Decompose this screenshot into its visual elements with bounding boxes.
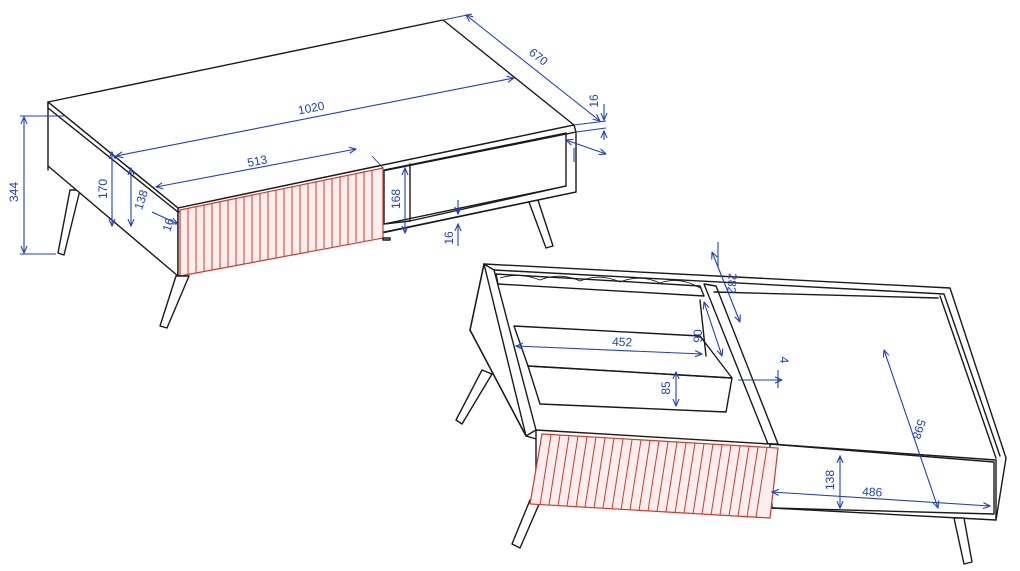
tray-top-wavy [495, 273, 705, 297]
leg-open-front-right [953, 517, 973, 565]
dim-offset-label: 4 [777, 357, 791, 364]
dim-small-height-label: 90 [691, 329, 705, 343]
dim-drawer-width-open-label: 486 [862, 484, 883, 499]
frame-left-post [469, 263, 485, 331]
dimension-drawer-width-open: 486 [772, 484, 990, 506]
dimension-drawer-height-closed: 138 [131, 168, 151, 226]
dim-tray-depth-label: 282 [724, 273, 740, 294]
dimension-side-thickness-left: 16 [151, 211, 178, 233]
bottom-edge-front [383, 191, 577, 233]
dimension-tray-depth: 282 [712, 242, 740, 322]
dimension-width: 1020 [116, 78, 514, 156]
dimension-drawer-width: 513 [156, 149, 384, 187]
dim-shelf-thickness-label: 16 [442, 231, 456, 245]
dim-tray-width-label: 452 [612, 335, 633, 350]
dimension-drawer-height-open: 138 [823, 456, 840, 508]
leg-open-back-left [455, 369, 493, 425]
leg-front-left [159, 275, 190, 329]
dim-inner-depth-label: 598 [909, 418, 929, 442]
dim-width-label: 1020 [297, 99, 326, 118]
dimension-shelf-thickness: 16 [442, 200, 458, 246]
right-panel-edge [939, 295, 997, 459]
leg-front-right-hidden [382, 237, 391, 241]
dim-side-thickness-label: 16 [159, 216, 177, 233]
dim-height-label: 344 [7, 182, 21, 202]
dimension-body-height: 170 [96, 152, 112, 226]
closed-table-view: 1020 670 16 344 170 [7, 13, 606, 329]
center-divider [703, 283, 779, 445]
dim-drawer-width-label: 513 [246, 152, 269, 170]
dimension-shelf-height: 168 [389, 168, 405, 233]
dim-drawer-height-open-label: 138 [823, 470, 837, 490]
shelf-floor-line [409, 185, 567, 222]
leg-back-left [57, 189, 81, 256]
open-table-view: 452 282 90 4 85 598 138 4 [455, 242, 1007, 565]
frame-left-side [483, 263, 537, 437]
drawer-side-rail [769, 443, 995, 515]
dimension-height: 344 [7, 115, 64, 255]
dimension-inner-depth: 598 [884, 350, 938, 508]
dimension-tray-width: 452 [516, 335, 702, 354]
frame-bottom-rail [769, 443, 997, 521]
dim-shelf-height-label: 168 [389, 189, 403, 209]
dim-top-thickness-label: 16 [587, 94, 601, 108]
tray-inner-box [527, 365, 733, 413]
frame-left-lower [469, 329, 527, 437]
leg-open-front-left [511, 499, 541, 549]
drawer-front-slats [187, 170, 373, 275]
right-back-line [713, 291, 939, 299]
dimension-small-height: 90 [691, 302, 722, 356]
frame-back-rail [493, 269, 1001, 457]
dim-inner-height-label: 85 [659, 381, 673, 395]
dimension-inner-height: 85 [659, 372, 676, 406]
tray-post [699, 299, 707, 357]
dim-body-height-label: 170 [96, 179, 110, 199]
drawer-front-open-slats [539, 434, 768, 518]
dimension-side-thickness-right [566, 140, 606, 162]
tray-wave-detail [499, 275, 701, 289]
dimension-top-thickness: 16 [575, 94, 606, 140]
dimension-offset: 4 [738, 357, 791, 388]
dim-drawer-height-closed-label: 138 [131, 188, 151, 212]
